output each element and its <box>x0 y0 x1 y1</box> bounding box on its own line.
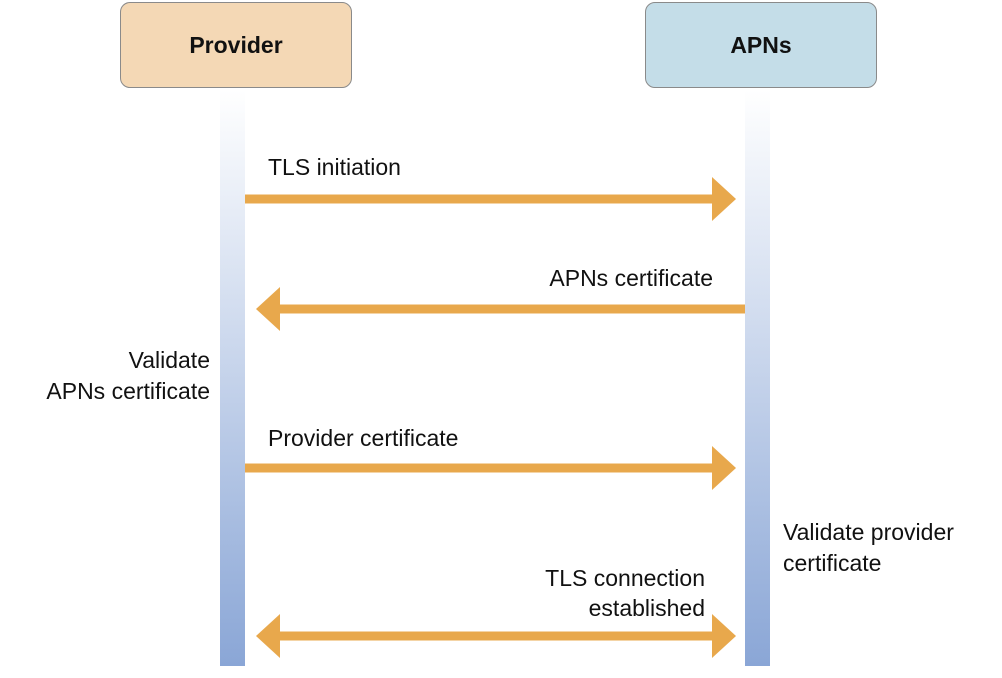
apns-lifeline <box>745 90 770 666</box>
message-arrow-tls-connection-established <box>256 614 736 658</box>
note-validate-provider-certificate: Validate provider certificate <box>783 517 954 579</box>
note-line: Validate provider <box>783 519 954 545</box>
message-label-tls-initiation: TLS initiation <box>268 154 401 180</box>
message-label-provider-certificate: Provider certificate <box>268 425 459 451</box>
actor-provider: Provider <box>120 2 352 88</box>
message-arrow-provider-certificate <box>245 446 736 490</box>
note-validate-apns-certificate: Validate APNs certificate <box>46 345 210 407</box>
provider-lifeline <box>220 90 245 666</box>
message-label-apns-certificate: APNs certificate <box>549 265 713 291</box>
message-label-line: established <box>588 595 705 621</box>
note-line: certificate <box>783 550 882 576</box>
note-line: Validate <box>128 347 210 373</box>
note-line: APNs certificate <box>46 378 210 404</box>
message-arrow-tls-initiation <box>245 177 736 221</box>
actor-provider-label: Provider <box>189 31 283 58</box>
actor-apns-label: APNs <box>730 31 792 58</box>
actor-apns: APNs <box>645 2 877 88</box>
message-label-tls-connection-established: TLS connection established <box>545 563 705 623</box>
message-label-line: TLS connection <box>545 565 705 591</box>
message-arrow-apns-certificate <box>256 287 745 331</box>
